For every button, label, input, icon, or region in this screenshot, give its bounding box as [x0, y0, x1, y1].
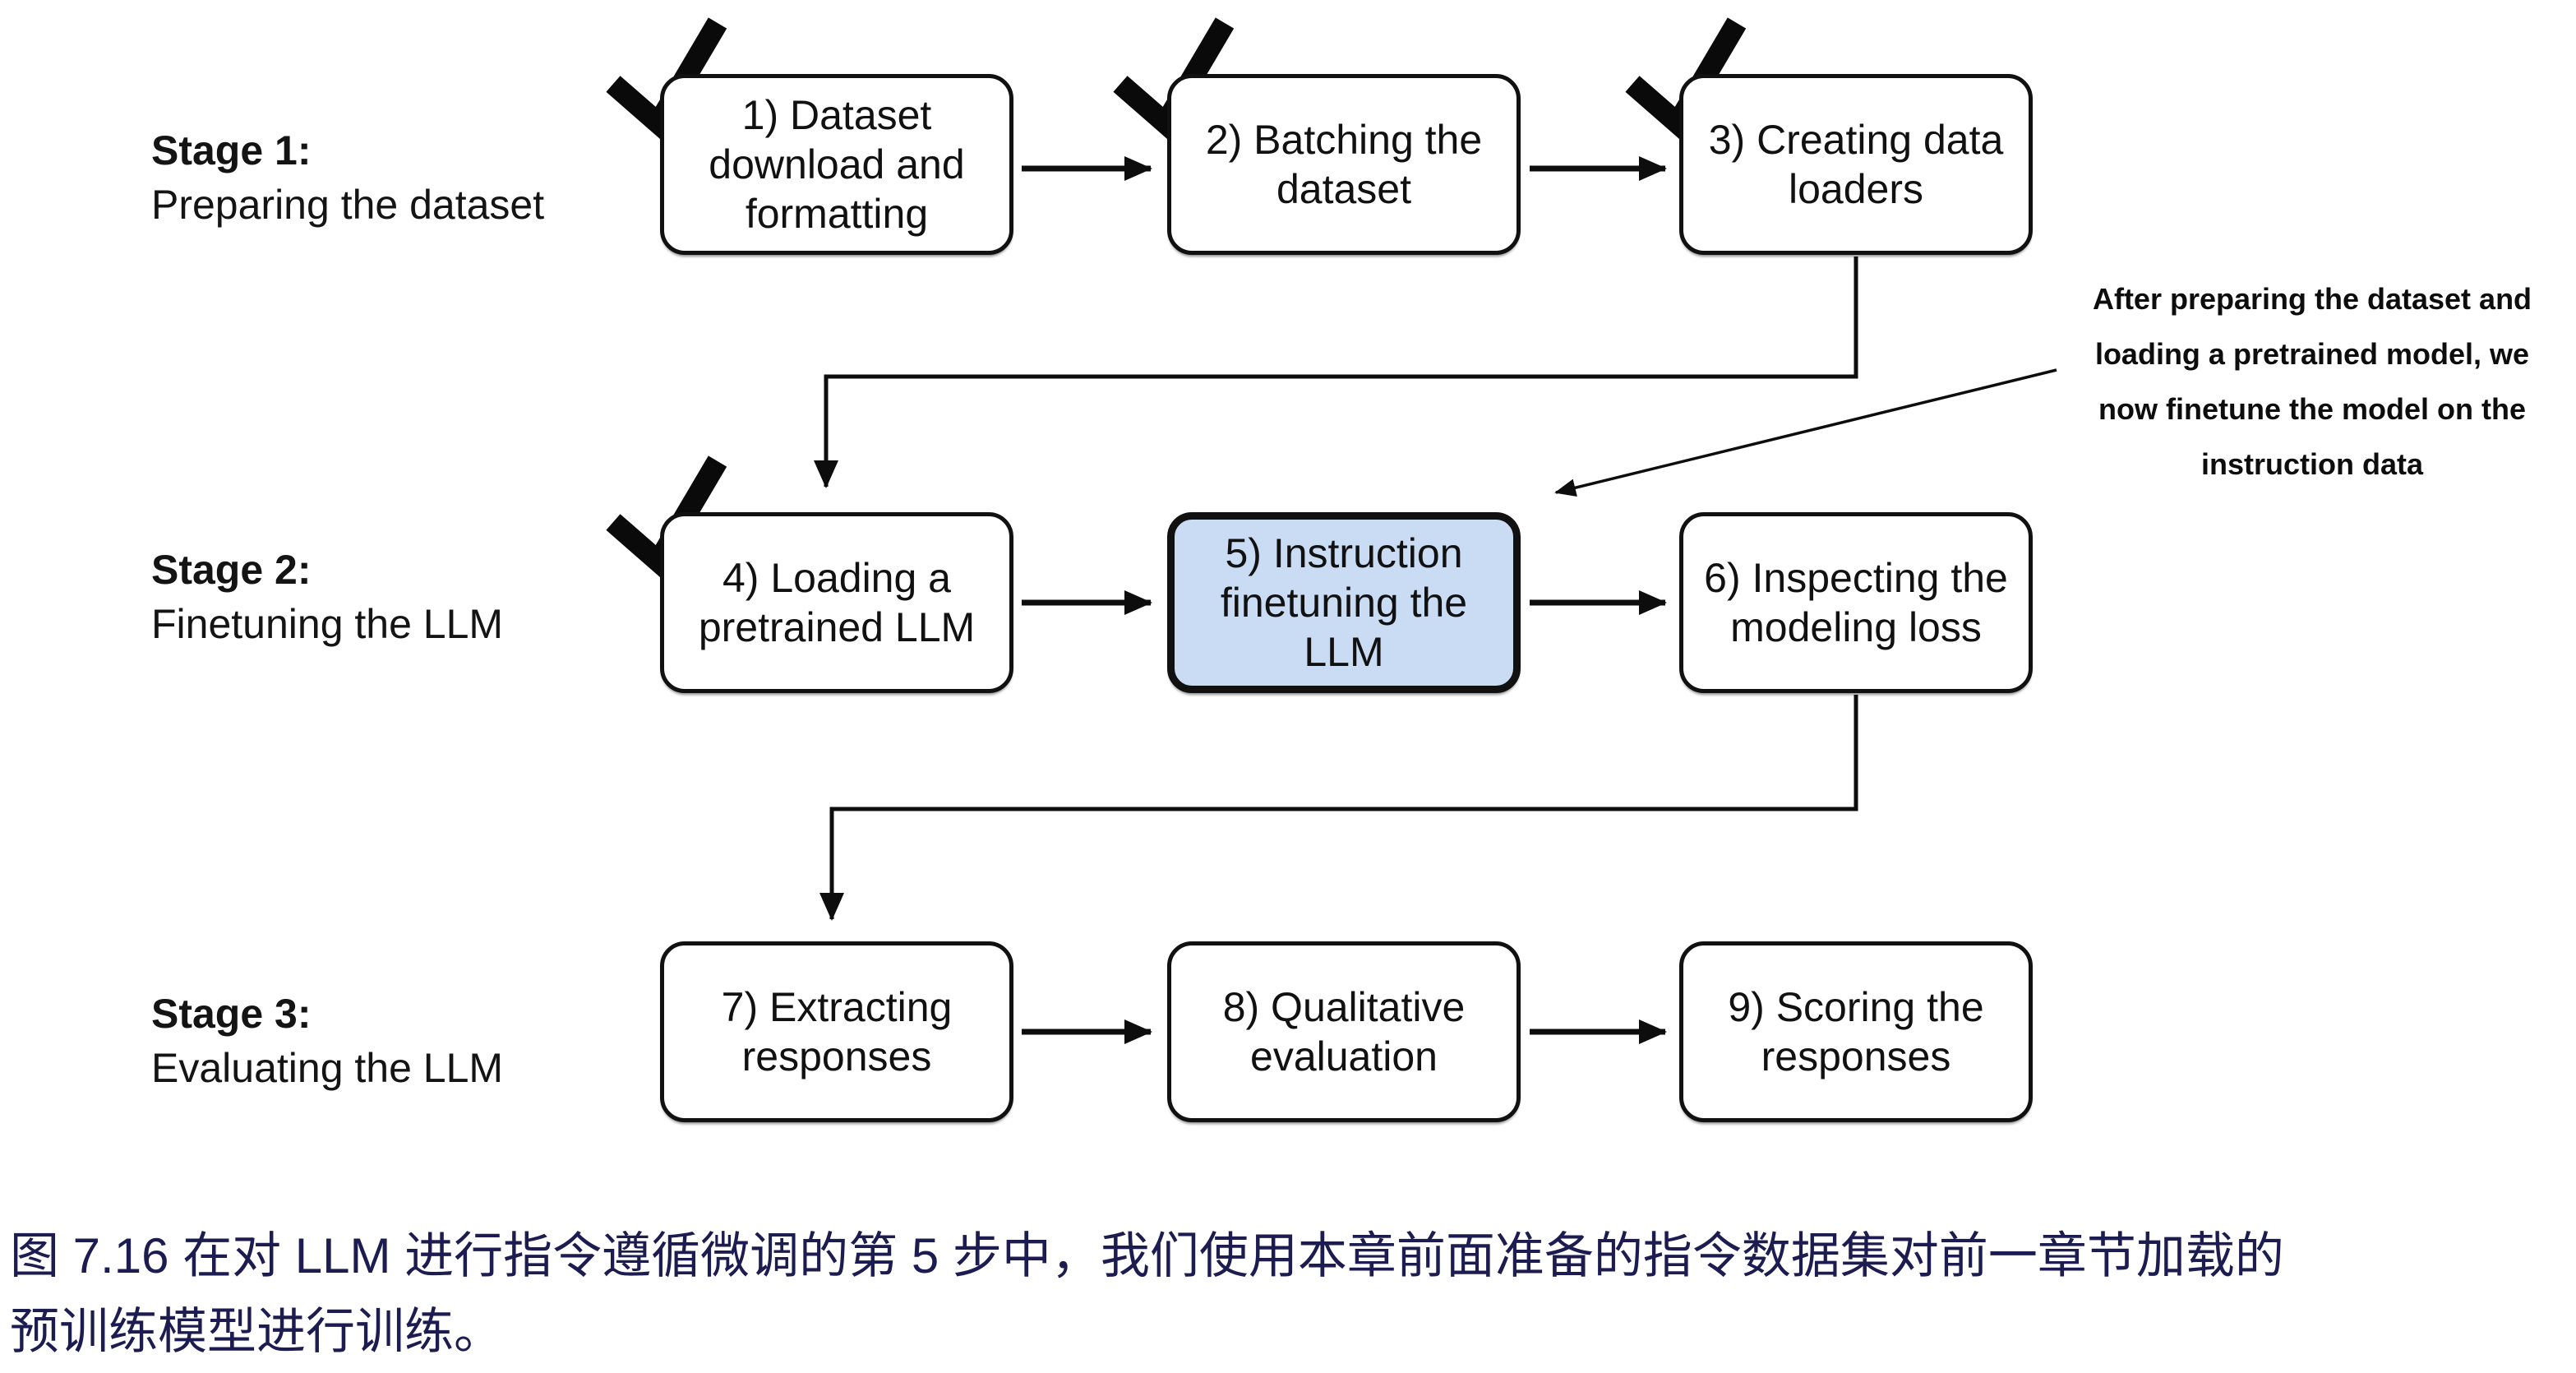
annotation-line: now finetune the model on the — [2098, 392, 2526, 426]
flow-box-3-label: 3) Creating data loaders — [1708, 117, 2004, 212]
annotation-line: loading a pretrained model, we — [2094, 337, 2530, 371]
stage-3-subtitle: Evaluating the LLM — [151, 1045, 504, 1091]
flow-box-4: 4) Loading a pretrained LLM — [660, 512, 1013, 693]
flow-box-3: 3) Creating data loaders — [1679, 74, 2033, 255]
caption-line: 图 7.16 在对 LLM 进行指令遵循微调的第 5 步中，我们使用本章前面准备… — [10, 1228, 2284, 1283]
stage-1-label: Stage 1: Preparing the dataset — [151, 123, 544, 232]
annotation-arrow — [1554, 368, 2057, 497]
flow-box-9: 9) Scoring the responses — [1679, 941, 2033, 1122]
flow-box-6: 6) Inspecting the modeling loss — [1679, 512, 2033, 693]
check-icon — [1113, 17, 1235, 141]
flow-box-1-label: 1) Dataset download and formatting — [709, 92, 965, 237]
stage-1-subtitle: Preparing the dataset — [151, 182, 545, 228]
check-icon — [1625, 17, 1747, 141]
stage-2-title: Stage 2: — [151, 547, 312, 593]
connector-stage1-to-stage2 — [814, 257, 1858, 488]
caption-line: 预训练模型进行训练。 — [10, 1304, 503, 1359]
connector-stage2-to-stage3 — [819, 695, 1858, 921]
flow-box-7-label: 7) Extracting responses — [721, 984, 953, 1079]
flow-box-1: 1) Dataset download and formatting — [660, 74, 1013, 255]
flow-box-9-label: 9) Scoring the responses — [1728, 984, 1984, 1079]
flow-box-5-label: 5) Instruction finetuning the LLM — [1220, 530, 1468, 675]
figure-caption: 图 7.16 在对 LLM 进行指令遵循微调的第 5 步中，我们使用本章前面准备… — [10, 1218, 2566, 1370]
flow-box-5: 5) Instruction finetuning the LLM — [1167, 512, 1521, 693]
stage-3-title: Stage 3: — [151, 991, 312, 1037]
stage-2-subtitle: Finetuning the LLM — [151, 601, 504, 647]
stage-1-title: Stage 1: — [151, 127, 312, 173]
flow-box-4-label: 4) Loading a pretrained LLM — [698, 555, 976, 650]
annotation-line: instruction data — [2200, 447, 2424, 481]
flow-box-6-label: 6) Inspecting the modeling loss — [1704, 555, 2008, 650]
annotation-line: After preparing the dataset and — [2092, 282, 2532, 316]
flow-box-2-label: 2) Batching the dataset — [1205, 117, 1483, 212]
stage-3-label: Stage 3: Evaluating the LLM — [151, 987, 503, 1095]
annotation-note: After preparing the dataset and loading … — [2048, 271, 2576, 492]
flow-box-8-label: 8) Qualitative evaluation — [1222, 984, 1466, 1079]
flow-box-7: 7) Extracting responses — [660, 941, 1013, 1122]
check-icon — [606, 17, 727, 141]
check-icon — [606, 455, 727, 579]
flow-box-8: 8) Qualitative evaluation — [1167, 941, 1521, 1122]
stage-2-label: Stage 2: Finetuning the LLM — [151, 543, 503, 651]
flow-box-2: 2) Batching the dataset — [1167, 74, 1521, 255]
